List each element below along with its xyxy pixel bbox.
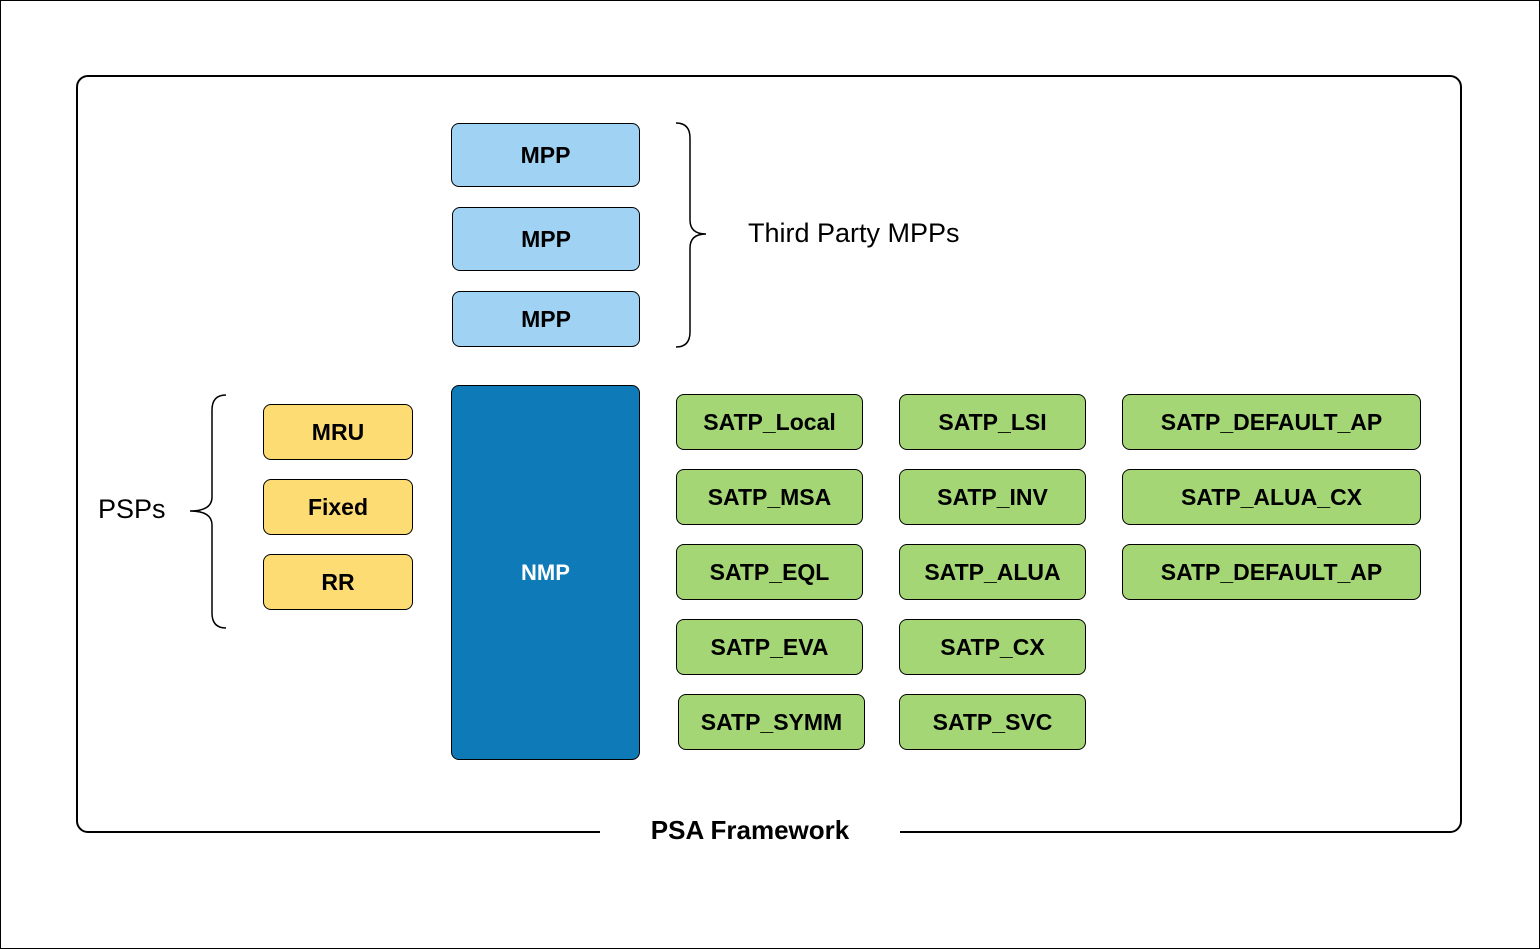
psp-box-rr: RR: [263, 554, 413, 610]
psp-box-mru: MRU: [263, 404, 413, 460]
psps-label: PSPs: [98, 494, 166, 524]
psp-box-fixed: Fixed: [263, 479, 413, 535]
satp-box: SATP_Local: [676, 394, 863, 450]
satp-box: SATP_ALUA_CX: [1122, 469, 1421, 525]
mpp-box: MPP: [451, 123, 640, 187]
satp-box: SATP_EQL: [676, 544, 863, 600]
satp-box: SATP_ALUA: [899, 544, 1086, 600]
satp-box: SATP_LSI: [899, 394, 1086, 450]
satp-box: SATP_SVC: [899, 694, 1086, 750]
nmp-box: NMP: [451, 385, 640, 760]
satp-box: SATP_INV: [899, 469, 1086, 525]
satp-box: SATP_DEFAULT_AP: [1122, 394, 1421, 450]
satp-box: SATP_CX: [899, 619, 1086, 675]
third-party-mpps-label: Third Party MPPs: [748, 218, 960, 248]
satp-box: SATP_SYMM: [678, 694, 865, 750]
satp-box: SATP_DEFAULT_AP: [1122, 544, 1421, 600]
mpp-box: MPP: [452, 291, 640, 347]
satp-box: SATP_EVA: [676, 619, 863, 675]
psa-framework-label: PSA Framework: [600, 808, 900, 852]
mpp-box: MPP: [452, 207, 640, 271]
satp-box: SATP_MSA: [676, 469, 863, 525]
